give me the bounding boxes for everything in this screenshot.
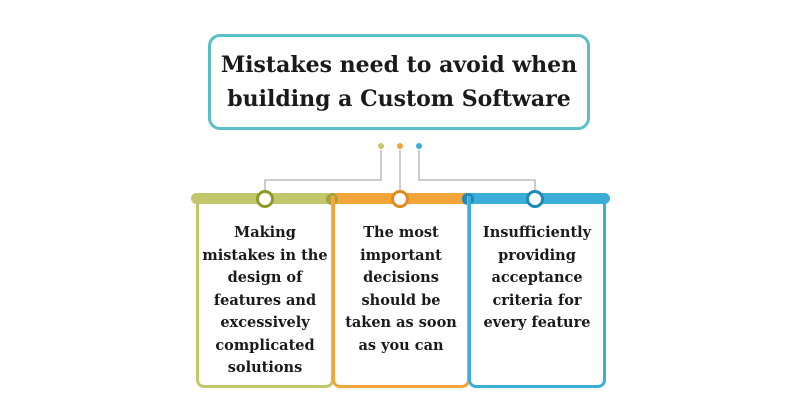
ring-marker-green xyxy=(256,190,274,208)
card-acceptance-criteria: Insufficiently providing acceptance crit… xyxy=(468,196,606,388)
connector-line-blue xyxy=(418,150,536,192)
card-text: Insufficiently providing acceptance crit… xyxy=(482,224,592,331)
connector-line-green xyxy=(264,150,382,192)
title-box: Mistakes need to avoid when building a C… xyxy=(208,34,590,130)
card-text: Making mistakes in the design of feature… xyxy=(202,224,328,376)
diagram-title: Mistakes need to avoid when building a C… xyxy=(220,52,578,112)
ring-marker-orange xyxy=(391,190,409,208)
connector-dot-orange xyxy=(397,143,403,149)
ring-marker-blue xyxy=(526,190,544,208)
card-early-decisions: The most important decisions should be t… xyxy=(332,196,470,388)
card-text: The most important decisions should be t… xyxy=(345,224,457,354)
connector-dot-blue xyxy=(416,143,422,149)
card-design-mistakes: Making mistakes in the design of feature… xyxy=(196,196,334,388)
connector-dot-green xyxy=(378,143,384,149)
